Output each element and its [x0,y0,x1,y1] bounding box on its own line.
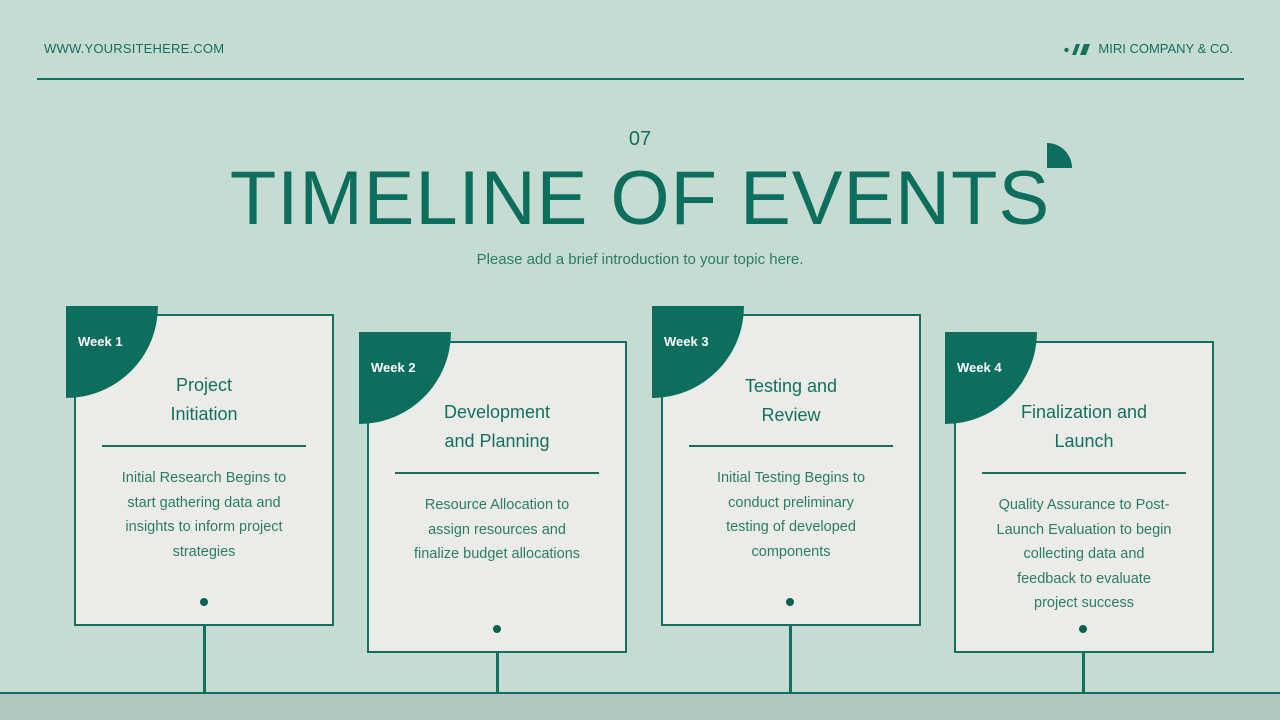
card-description: Quality Assurance to Post- Launch Evalua… [996,497,1172,611]
slash-logo-icon [1064,43,1091,55]
page-subtitle: Please add a brief introduction to your … [476,251,804,268]
timeline-stem [1082,629,1085,693]
week-label: Week 4 [957,360,1002,375]
card-divider [395,472,599,474]
timeline-baseline [0,692,1280,694]
week-label: Week 1 [78,334,123,349]
card-description: Initial Research Begins to start gatheri… [121,470,287,560]
timeline-dot [786,598,794,606]
card-divider [689,445,893,447]
card-title: Development and Planning [443,402,551,451]
section-number: 07 [628,128,652,150]
timeline-dot [1079,625,1087,633]
card-divider [982,472,1186,474]
card-title: Project Initiation [170,375,238,424]
brand: MIRI COMPANY & CO. [1064,41,1233,56]
page-title: TIMELINE OF EVENTS [229,156,1051,241]
timeline-stem [789,603,792,693]
site-url: WWW.YOURSITEHERE.COM [44,41,225,56]
timeline-stem [496,629,499,693]
timeline-stem [203,603,206,693]
brand-name: MIRI COMPANY & CO. [1098,41,1233,56]
timeline-dot [200,598,208,606]
timeline-dot [493,625,501,633]
week-label: Week 3 [664,334,709,349]
week-label: Week 2 [371,360,416,375]
card-divider [102,445,306,447]
card-description: Initial Testing Begins to conduct prelim… [716,470,866,560]
footer-band [0,694,1280,720]
header-divider [37,78,1244,80]
timeline-card-week-1: Project Initiation Initial Research Begi… [74,314,334,626]
card-title: Testing and Review [744,376,838,425]
card-title: Finalization and Launch [1020,402,1148,451]
card-description: Resource Allocation to assign resources … [413,497,581,562]
